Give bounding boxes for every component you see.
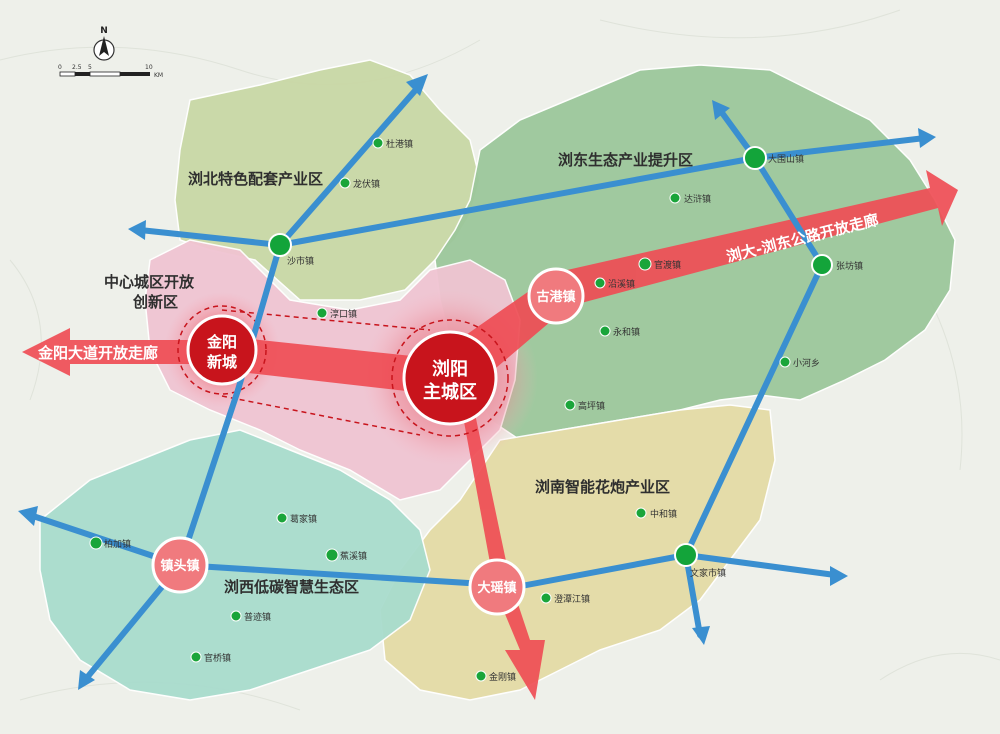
zone-label-south: 浏南智能花炮产业区 — [535, 478, 670, 496]
town-dots — [89, 137, 791, 682]
node-shashi[interactable] — [268, 233, 292, 257]
zone-label-west: 浏西低碳智慧生态区 — [224, 578, 359, 596]
label-dahu: 达浒镇 — [684, 193, 711, 205]
hub-jinyang[interactable]: 金阳 新城 — [186, 314, 258, 386]
dot-puji[interactable] — [230, 610, 242, 622]
label-xiaohe: 小河乡 — [793, 357, 820, 369]
dot-longfu[interactable] — [339, 177, 351, 189]
label-pujiajiang: 澄潭江镇 — [554, 593, 590, 605]
east-corridor-arrow — [545, 170, 958, 310]
dot-pujiajiang[interactable] — [540, 592, 552, 604]
scale-tick-unit: KM — [154, 72, 163, 79]
label-longfu: 龙伏镇 — [353, 178, 380, 190]
label-jingang: 金刚镇 — [489, 671, 516, 683]
hub-liuyang[interactable]: 浏阳 主城区 — [402, 330, 498, 426]
hub-liuyang-line2: 主城区 — [423, 381, 477, 403]
dot-yanxi[interactable] — [594, 277, 606, 289]
node-zhangfang[interactable] — [811, 254, 833, 276]
label-zhonghe: 中和镇 — [650, 508, 677, 520]
dot-jiaoxi[interactable] — [325, 548, 339, 562]
dot-gaoping[interactable] — [564, 399, 576, 411]
hub-jinyang-line1: 金阳 — [206, 333, 237, 351]
axis-nodes — [268, 146, 833, 567]
dot-xiaohe[interactable] — [779, 356, 791, 368]
label-dawei: 大围山镇 — [768, 153, 804, 165]
label-dugang: 杜港镇 — [386, 138, 413, 150]
label-yanxi: 沿溪镇 — [608, 278, 635, 290]
jinyang-liuyang-band — [222, 336, 450, 396]
hub-gugang-label: 古港镇 — [536, 289, 575, 305]
scale-tick-3: 10 — [145, 64, 153, 71]
scale-tick-2: 5 — [88, 64, 92, 71]
compass-needle-icon — [99, 36, 109, 56]
west-corridor-arrow — [22, 328, 222, 376]
hub-jinyang-line2: 新城 — [207, 353, 237, 371]
dot-zhonghe[interactable] — [635, 507, 647, 519]
zone-label-center-1: 中心城区开放 — [104, 273, 195, 291]
label-chunkou: 淳口镇 — [330, 308, 357, 320]
label-guandu: 官渡镇 — [654, 259, 681, 271]
south-corridor-arrow — [440, 390, 545, 700]
hub-zhentou-label: 镇头镇 — [160, 558, 199, 574]
label-zhangfang: 张坊镇 — [836, 260, 863, 272]
label-jiaoxi: 蕉溪镇 — [340, 550, 367, 562]
hub-dashed-link — [177, 305, 509, 437]
hub-dayao[interactable]: 大瑶镇 — [468, 558, 526, 616]
label-shashi: 沙市镇 — [287, 255, 314, 267]
scale-bar: 0 2.5 5 10 KM — [58, 64, 163, 79]
label-baijia: 柏加镇 — [104, 538, 131, 550]
hub-dayao-label: 大瑶镇 — [477, 580, 516, 596]
dot-geijia[interactable] — [276, 512, 288, 524]
dot-yonghe[interactable] — [599, 325, 611, 337]
zone-label-north: 浏北特色配套产业区 — [188, 170, 323, 188]
label-gaoping: 高坪镇 — [578, 400, 605, 412]
zone-west — [39, 429, 431, 701]
label-puji: 普迹镇 — [244, 611, 271, 623]
scale-tick-0: 0 — [58, 64, 62, 71]
node-dawei[interactable] — [743, 146, 767, 170]
label-geijia: 葛家镇 — [290, 513, 317, 525]
corridor-label-west: 金阳大道开放走廊 — [37, 344, 158, 362]
hub-zhentou[interactable]: 镇头镇 — [151, 536, 209, 594]
dot-guanqiao[interactable] — [190, 651, 202, 663]
zone-label-center-2: 创新区 — [132, 293, 178, 311]
blue-axes — [27, 82, 928, 683]
hub-gugang[interactable]: 古港镇 — [527, 267, 585, 325]
hub-liuyang-line1: 浏阳 — [432, 358, 468, 380]
label-wenjiashi: 文家市镇 — [690, 567, 726, 579]
label-guanqiao: 官桥镇 — [204, 652, 231, 664]
compass-letter: N — [100, 26, 108, 36]
node-wenjiashi[interactable] — [674, 543, 698, 567]
dot-dugang[interactable] — [372, 137, 384, 149]
dot-chunkou[interactable] — [316, 307, 328, 319]
scale-tick-1: 2.5 — [72, 64, 82, 71]
compass: N — [93, 26, 115, 61]
dot-jingang[interactable] — [475, 670, 487, 682]
blue-arrowheads — [18, 74, 936, 690]
dot-dahu[interactable] — [669, 192, 681, 204]
label-yonghe: 永和镇 — [613, 326, 640, 338]
dot-baijia[interactable] — [89, 536, 103, 550]
dot-guandu[interactable] — [638, 257, 652, 271]
zone-label-east: 浏东生态产业提升区 — [558, 151, 693, 169]
town-labels: 杜港镇 龙伏镇 沙市镇 淳口镇 大围山镇 达浒镇 官渡镇 沿溪镇 永和镇 张坊镇… — [104, 138, 863, 683]
zone-labels: 浏北特色配套产业区 浏东生态产业提升区 中心城区开放 创新区 浏南智能花炮产业区… — [104, 151, 693, 596]
